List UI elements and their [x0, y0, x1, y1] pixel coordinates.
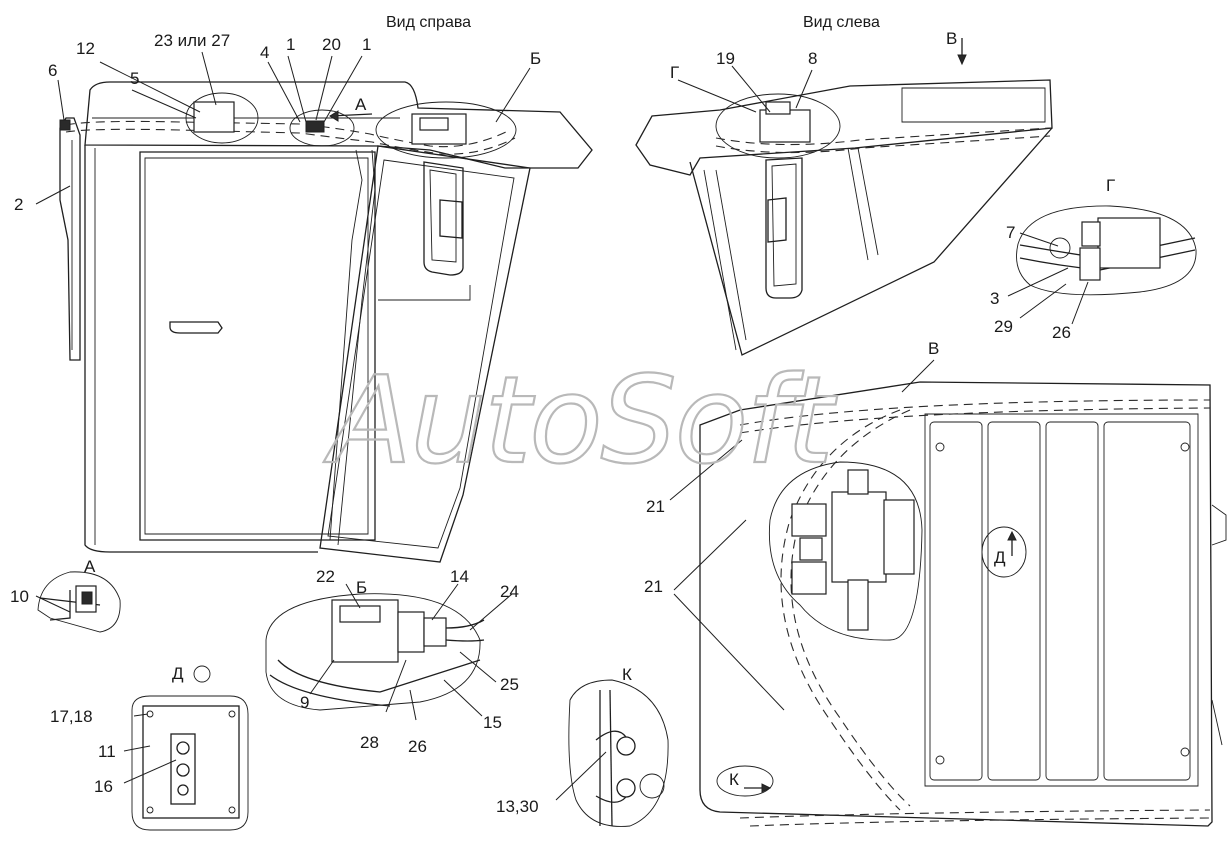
callout-8: 8 [808, 49, 817, 68]
left-view-title: Вид слева [803, 14, 880, 31]
section-V-label: В [946, 29, 957, 48]
detail-A-title: А [84, 557, 96, 576]
section-B-label: Б [530, 49, 541, 68]
detail-B-title: Б [356, 578, 367, 597]
detail-K-title: К [622, 665, 632, 684]
watermark-text: AutoSoft [323, 352, 837, 491]
detail-D [131, 665, 249, 831]
detail-D-title: Д [172, 664, 184, 683]
callout-1a: 1 [286, 35, 295, 54]
callout-4: 4 [260, 43, 269, 62]
section-V-marker-label: В [928, 339, 939, 358]
section-A-arrow-label: А [355, 95, 367, 114]
callout-19: 19 [716, 49, 735, 68]
detail-A [37, 571, 121, 633]
detail-G-title: Г [1106, 176, 1115, 195]
leader-lines [35, 51, 1089, 801]
section-D-marker-label: Д [994, 548, 1006, 567]
callout-6: 6 [48, 61, 57, 80]
callout-12: 12 [76, 39, 95, 58]
right-view-title: Вид справа [386, 14, 471, 31]
callout-2: 2 [14, 195, 23, 214]
callout-1b: 1 [362, 35, 371, 54]
callout-23-27: 23 или 27 [154, 31, 230, 50]
left-side-view [635, 38, 1053, 356]
section-G-label: Г [670, 63, 679, 82]
callout-7: 7 [1006, 223, 1015, 242]
detail-K [568, 679, 669, 827]
callout-3: 3 [990, 289, 999, 308]
labels: Вид справа Вид слева А Б В Г Г В Д К А Б… [10, 14, 1115, 816]
section-K-marker-label: К [729, 770, 739, 789]
callout-5: 5 [130, 69, 139, 88]
detail-B [265, 593, 485, 711]
callout-13-30: 13,30 [496, 797, 539, 816]
callout-9: 9 [300, 693, 309, 712]
callout-11: 11 [98, 742, 116, 761]
callout-20: 20 [322, 35, 341, 54]
callout-22: 22 [316, 567, 335, 586]
callout-25: 25 [500, 675, 519, 694]
callout-10: 10 [10, 587, 29, 606]
callout-16: 16 [94, 777, 113, 796]
callout-24: 24 [500, 582, 519, 601]
callout-26a: 26 [408, 737, 427, 756]
callout-21b: 21 [644, 577, 663, 596]
callout-15: 15 [483, 713, 502, 732]
callout-29: 29 [994, 317, 1013, 336]
callout-14: 14 [450, 567, 469, 586]
callout-21a: 21 [646, 497, 665, 516]
callout-26b: 26 [1052, 323, 1071, 342]
top-view [699, 381, 1227, 827]
detail-G [1016, 205, 1197, 296]
callout-17-18: 17,18 [50, 707, 93, 726]
callout-28: 28 [360, 733, 379, 752]
